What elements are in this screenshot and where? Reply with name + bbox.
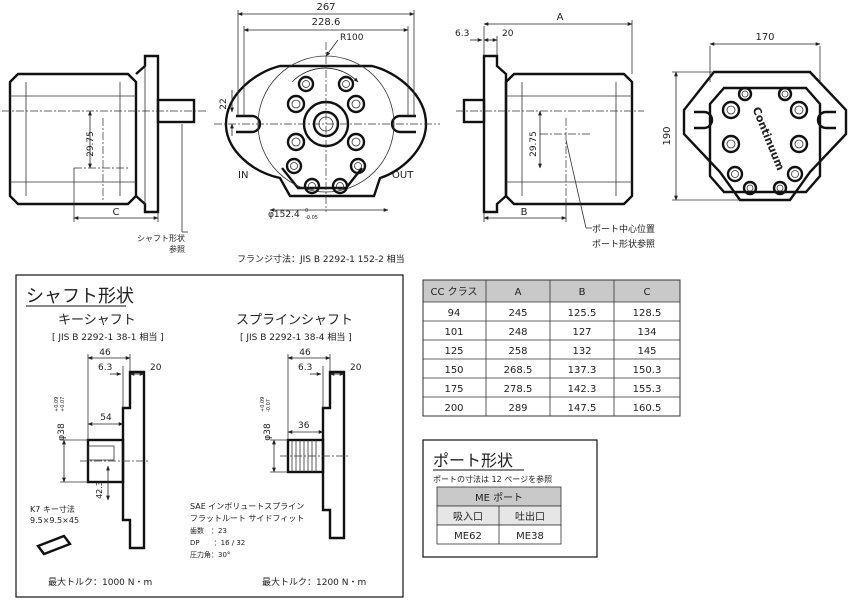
port-header-discharge: 吐出口 [515,510,545,523]
table-cell: 94 [448,308,461,319]
port-shape-panel: ポート形状 ポートの寸法は 12 ページを参照 ME ポート 吸入口 吐出口 M… [422,439,598,558]
table-cell: 289 [508,403,527,414]
key-note-1: K7 キー寸法 [30,504,75,514]
length-a-label: A [557,12,564,23]
shaft-shape-note-2: 参照 [169,244,185,254]
table-cell: 200 [444,403,463,414]
table-cell: 127 [572,327,591,338]
body-width-label: 170 [755,32,774,43]
pilot-dia-label: φ152.4 [268,210,300,220]
flange-thk-label: 20 [502,29,514,39]
key-dim-54: 54 [100,413,112,423]
table-cell: 268.5 [504,365,533,376]
key-dim-63: 6.3 [98,363,112,373]
key-dim-423: 42.3 [95,481,104,499]
spline-spec-2: フラットルート サイドフィット [190,514,304,523]
spline-tol-top: +0.09 [260,397,266,412]
table-cell: 155.3 [633,384,662,395]
table-cell: 145 [637,346,656,357]
length-c-label: C [113,207,120,218]
table-cell: 248 [508,327,527,338]
port-height-left-label: 29.75 [86,131,96,157]
key-tol-bottom: +0.07 [60,397,66,412]
spline-dim-36: 36 [298,421,310,431]
pilot-tol-bottom: -0.05 [305,215,318,221]
pilot-tol-top: 0 [305,208,308,214]
table-cell: 150.3 [633,365,662,376]
table-cell: 150 [444,365,463,376]
port-offset-label: 6.3 [455,29,469,39]
out-port-label: OUT [392,170,414,181]
spline-dim-63: 6.3 [298,363,312,373]
port-value-discharge: ME38 [516,531,544,542]
right-side-view: A 6.3 20 29.75 B ポート中心位置 ポート形状参照 [455,12,655,250]
port-panel-note: ポートの寸法は 12 ページを参照 [433,474,552,484]
spline-spec-5: 圧力角：30° [190,550,230,559]
shaft-panel-title: シャフト形状 [26,286,134,307]
table-cell: 160.5 [633,403,662,414]
table-cell: 137.3 [568,365,597,376]
table-cell: 147.5 [568,403,597,414]
cc-header-c: C [644,287,651,298]
key-shaft-drawing: 46 6.3 20 φ38 +0.09 +0.07 54 42.3 K7 キー寸… [30,348,162,588]
table-cell: 134 [637,327,656,338]
key-dim-20: 20 [150,363,162,373]
spline-spec-4: DP ：16 / 32 [190,539,245,547]
front-flange-view: 267 228.6 R100 22 IN OUT φ152.4 0 -0.05 … [214,2,440,265]
port-header-suction: 吸入口 [453,512,483,523]
cc-header-a: A [515,287,522,298]
radius-label: R100 [340,33,364,43]
in-port-label: IN [238,170,248,181]
port-panel-title: ポート形状 [433,451,513,470]
spline-torque: 最大トルク：1200 N・m [262,576,366,588]
cc-class-table: CC クラス A B C 94 245 125.5 128.5 101 248 … [422,279,681,417]
spline-spec-3: 歯数 ：23 [190,526,227,535]
table-cell: 132 [572,346,591,357]
overall-width-label: 267 [316,2,335,13]
spline-dim-20: 20 [350,363,362,373]
port-table-title: ME ポート [475,492,523,504]
left-side-view: 29.75 C シャフト形状 参照 [2,54,208,254]
spline-tol-bottom: -0.07 [266,399,272,412]
spline-spec-1: SAE インボリュートスプライン [190,502,304,511]
port-value-suction: ME62 [454,531,482,542]
table-cell: 245 [508,308,527,319]
body-height-label: 190 [662,126,673,145]
table-cell: 278.5 [504,384,533,395]
spline-dim-46: 46 [299,348,311,358]
shaft-shape-panel: シャフト形状 キーシャフト [ JIS B 2292-1 38-1 相当 ] ス… [15,274,404,598]
spline-shaft-title: スプラインシャフト [236,313,353,328]
port-center-note-2: ポート形状参照 [592,238,655,250]
table-cell: 101 [444,327,463,338]
table-cell: 142.3 [568,384,597,395]
rear-view: Continuum 170 190 [662,32,848,202]
spline-shaft-drawing: 46 6.3 20 φ38 +0.09 -0.07 36 SAE インボリュート… [190,348,366,588]
cc-header-b: B [579,287,586,298]
cc-header-class: CC クラス [431,286,478,298]
table-cell: 175 [444,384,463,395]
flange-width-label: 228.6 [312,17,341,28]
shaft-height-label: 22 [219,98,229,109]
spline-dia-label: φ38 [263,423,273,441]
port-center-note-1: ポート中心位置 [592,223,655,235]
key-torque: 最大トルク：1000 N・m [48,576,152,588]
table-cell: 125 [444,346,463,357]
key-shaft-std: [ JIS B 2292-1 38-1 相当 ] [52,331,164,343]
length-b-label: B [521,207,528,218]
port-height-right-label: 29.75 [529,131,539,157]
table-cell: 258 [508,346,527,357]
key-shaft-title: キーシャフト [58,313,136,328]
key-dim-46: 46 [99,348,111,358]
table-cell: 128.5 [633,308,662,319]
key-tol-top: +0.09 [54,397,60,412]
flange-note: フランジ寸法：JIS B 2292-1 152-2 相当 [237,253,405,265]
key-dia-label: φ38 [57,423,67,441]
key-note-2: 9.5×9.5×45 [30,516,79,525]
continuum-logo: Continuum [750,105,787,172]
spline-shaft-std: [ JIS B 2292-1 38-4 相当 ] [240,331,352,343]
table-cell: 125.5 [568,308,597,319]
shaft-shape-note-1: シャフト形状 [137,233,185,243]
